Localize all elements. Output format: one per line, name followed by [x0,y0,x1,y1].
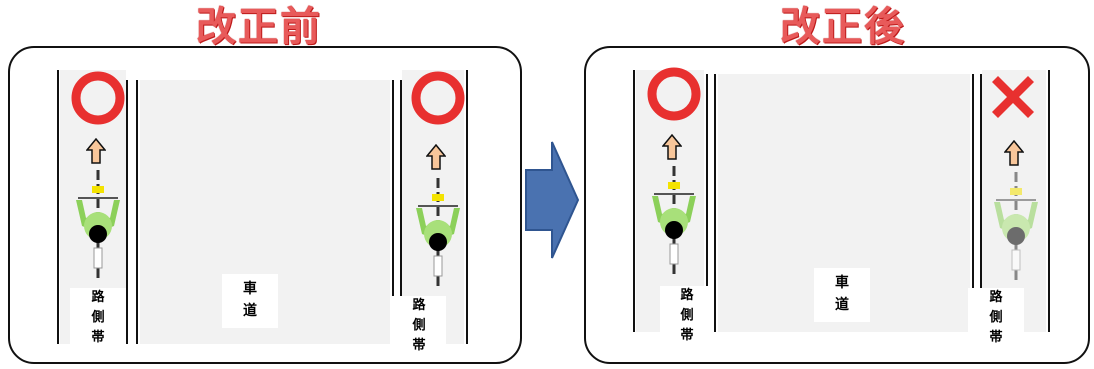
after-right-up-arrow-icon [1004,140,1024,166]
before-right-cyclist-icon [416,178,460,290]
before-left-circle-icon [71,71,125,125]
after-right-shoulder-label: 路側帯 [968,288,1024,348]
after-left-circle-icon [647,67,701,121]
before-left-shoulder-label: 路側帯 [70,288,126,345]
after-right-cross-icon [992,76,1034,118]
before-right-up-arrow-icon [426,144,446,170]
after-road-label: 車道 [814,268,870,322]
after-title: 改正後 [780,4,906,50]
before-title: 改正前 [196,4,322,50]
before-right-circle-icon [411,71,465,125]
transition-arrow-icon [525,141,580,259]
before-road-label: 車道 [222,274,278,328]
after-right-cyclist-icon [994,172,1038,284]
after-left-shoulder-label: 路側帯 [660,286,714,344]
before-left-cyclist-icon [76,170,120,282]
after-left-cyclist-icon [652,166,696,278]
before-right-shoulder-label: 路側帯 [392,296,446,354]
before-left-up-arrow-icon [86,138,106,164]
after-left-up-arrow-icon [662,134,682,160]
